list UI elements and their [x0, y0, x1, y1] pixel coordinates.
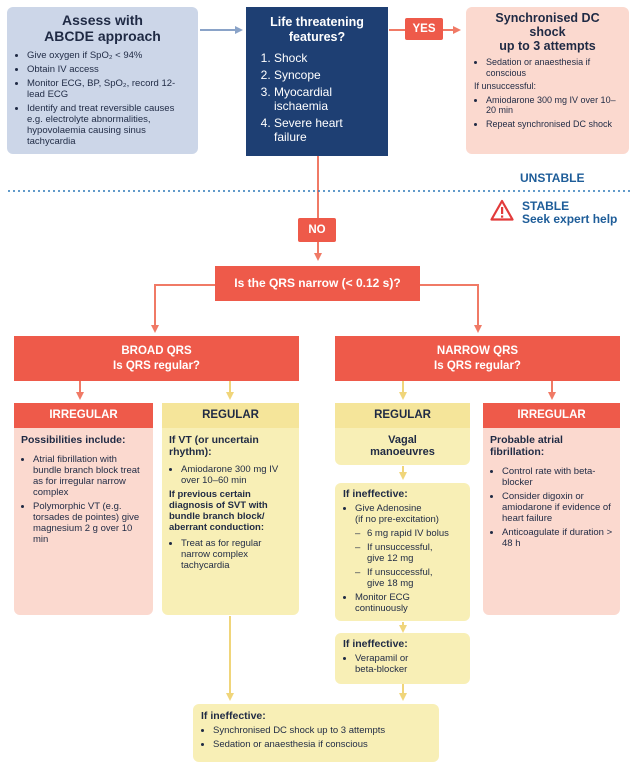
narrow-irregular-item: Consider digoxin or amiodarone if eviden…	[502, 491, 613, 524]
adenosine-note: (if no pre-excitation)	[355, 514, 439, 525]
vagal-manoeuvres: Vagal manoeuvres	[370, 434, 435, 458]
dc-item: Sedation or anaesthesia if conscious	[486, 57, 621, 78]
arrow-qrs-to-narrow	[420, 284, 482, 333]
warning-icon	[490, 199, 514, 221]
yes-label: YES	[405, 18, 443, 40]
dc-title-line3: up to 3 attempts	[499, 39, 596, 53]
dc-item: Repeat synchronised DC shock	[486, 119, 621, 130]
dose-2: If unsuccessful, give 12 mg	[367, 542, 433, 564]
final-ineffective-box: If ineffective: Synchronised DC shock up…	[193, 704, 439, 762]
final-list: Synchronised DC shock up to 3 attempts S…	[201, 725, 431, 750]
expert-help-label: Seek expert help	[522, 212, 618, 226]
monitor-item: Monitor ECG continuously	[355, 592, 435, 614]
assess-title-line2: ABCDE approach	[44, 28, 161, 44]
narrow-irregular-title: Probable atrial fibrillation:	[490, 434, 563, 458]
dc-title-line1: Synchronised DC	[495, 11, 600, 25]
narrow-irregular-item: Control rate with beta-blocker	[502, 466, 613, 488]
assess-box: Assess with ABCDE approach Give oxygen i…	[7, 7, 198, 154]
broad-regular-header: REGULAR	[162, 403, 299, 428]
life-item: Shock	[274, 51, 378, 65]
life-item: Severe heart failure	[274, 116, 378, 144]
dose-row: –If unsuccessful, give 18 mg	[355, 567, 462, 589]
broad-regular-item: Amiodarone 300 mg IV over 10–60 min	[181, 464, 292, 486]
narrow-irregular-header: IRREGULAR	[483, 403, 620, 428]
assess-list: Give oxygen if SpO₂ < 94% Obtain IV acce…	[15, 50, 190, 147]
life-title-line2: features?	[288, 30, 346, 44]
adenosine-box: If ineffective: Give Adenosine (if no pr…	[335, 483, 470, 621]
narrow-qrs-question: Is QRS regular?	[434, 360, 521, 372]
life-title-line1: Life threatening	[270, 15, 364, 29]
final-item: Synchronised DC shock up to 3 attempts	[213, 725, 431, 736]
dc-list-1: Sedation or anaesthesia if conscious	[474, 57, 621, 78]
dose-row: –6 mg rapid IV bolus	[355, 528, 449, 539]
stable-label: STABLE	[522, 199, 570, 213]
verapamil-list: Verapamil or beta-blocker	[343, 653, 462, 675]
assess-item: Identify and treat reversible causes e.g…	[27, 103, 190, 147]
dc-title-line2: shock	[529, 25, 566, 39]
broad-regular-title: If VT (or uncertain rhythm):	[169, 434, 259, 458]
life-title: Life threatening features?	[256, 15, 378, 45]
broad-regular-list-1: Amiodarone 300 mg IV over 10–60 min	[169, 464, 292, 486]
assess-title: Assess with ABCDE approach	[15, 12, 190, 44]
narrow-irregular-list: Control rate with beta-blocker Consider …	[490, 466, 613, 549]
broad-regular-item: Treat as for regular narrow complex tach…	[181, 538, 292, 571]
arrow-qrs-to-broad	[151, 284, 215, 333]
final-item: Sedation or anaesthesia if conscious	[213, 739, 431, 750]
dc-unsuccessful-label: If unsuccessful:	[474, 81, 537, 91]
broad-irregular-box: IRREGULAR Possibilities include: Atrial …	[14, 403, 153, 615]
narrow-irregular-item: Anticoagulate if duration > 48 h	[502, 527, 613, 549]
adenosine-dose-list: –6 mg rapid IV bolus –If unsuccessful, g…	[355, 528, 462, 589]
narrow-qrs-header: NARROW QRS Is QRS regular?	[335, 336, 620, 381]
assess-item: Obtain IV access	[27, 64, 190, 75]
adenosine-ineffective-title: If ineffective:	[343, 488, 408, 500]
adenosine-label: Give Adenosine	[355, 503, 422, 514]
no-label: NO	[298, 218, 336, 242]
broad-irregular-header: IRREGULAR	[14, 403, 153, 428]
broad-irregular-item: Polymorphic VT (e.g. torsades de pointes…	[33, 501, 146, 545]
dose-3: If unsuccessful, give 18 mg	[367, 567, 433, 589]
assess-title-line1: Assess with	[62, 12, 143, 28]
dc-item: Amiodarone 300 mg IV over 10–20 min	[486, 95, 621, 116]
narrow-irregular-box: IRREGULAR Probable atrial fibrillation: …	[483, 403, 620, 615]
broad-regular-box: REGULAR If VT (or uncertain rhythm): Ami…	[162, 403, 299, 615]
broad-qrs-question: Is QRS regular?	[113, 360, 200, 372]
assess-item: Monitor ECG, BP, SpO₂, record 12-lead EC…	[27, 78, 190, 100]
narrow-regular-header: REGULAR	[335, 403, 470, 428]
adenosine-list: Give Adenosine (if no pre-excitation) –6…	[343, 503, 462, 614]
verapamil-ineffective-title: If ineffective:	[343, 638, 408, 650]
life-threatening-box: Life threatening features? Shock Syncope…	[246, 7, 388, 156]
life-list: Shock Syncope Myocardial ischaemia Sever…	[256, 51, 378, 144]
broad-regular-title2: If previous certain diagnosis of SVT wit…	[169, 489, 268, 533]
narrow-regular-box: REGULAR Vagal manoeuvres	[335, 403, 470, 465]
life-item: Syncope	[274, 68, 378, 82]
broad-regular-list-2: Treat as for regular narrow complex tach…	[169, 538, 292, 571]
dc-list-2: Amiodarone 300 mg IV over 10–20 min Repe…	[474, 95, 621, 130]
final-title: If ineffective:	[201, 710, 266, 722]
broad-irregular-item: Atrial fibrillation with bundle branch b…	[33, 454, 146, 498]
dose-1: 6 mg rapid IV bolus	[367, 528, 449, 539]
qrs-question: Is the QRS narrow (< 0.12 s)?	[215, 266, 420, 301]
dc-shock-box: Synchronised DC shock up to 3 attempts S…	[466, 7, 629, 154]
verapamil-box: If ineffective: Verapamil or beta-blocke…	[335, 633, 470, 684]
narrow-qrs-title: NARROW QRS	[436, 345, 519, 357]
life-item: Myocardial ischaemia	[274, 85, 378, 113]
verapamil-item: Verapamil or beta-blocker	[355, 653, 430, 675]
adenosine-item: Give Adenosine (if no pre-excitation) –6…	[355, 503, 462, 589]
assess-item: Give oxygen if SpO₂ < 94%	[27, 50, 190, 61]
broad-irregular-title: Possibilities include:	[21, 434, 126, 446]
dc-title: Synchronised DC shock up to 3 attempts	[474, 11, 621, 53]
unstable-label: UNSTABLE	[520, 171, 585, 185]
dose-row: –If unsuccessful, give 12 mg	[355, 542, 462, 564]
broad-qrs-title: BROAD QRS	[121, 345, 192, 357]
broad-qrs-header: BROAD QRS Is QRS regular?	[14, 336, 299, 381]
broad-irregular-list: Atrial fibrillation with bundle branch b…	[21, 454, 146, 545]
